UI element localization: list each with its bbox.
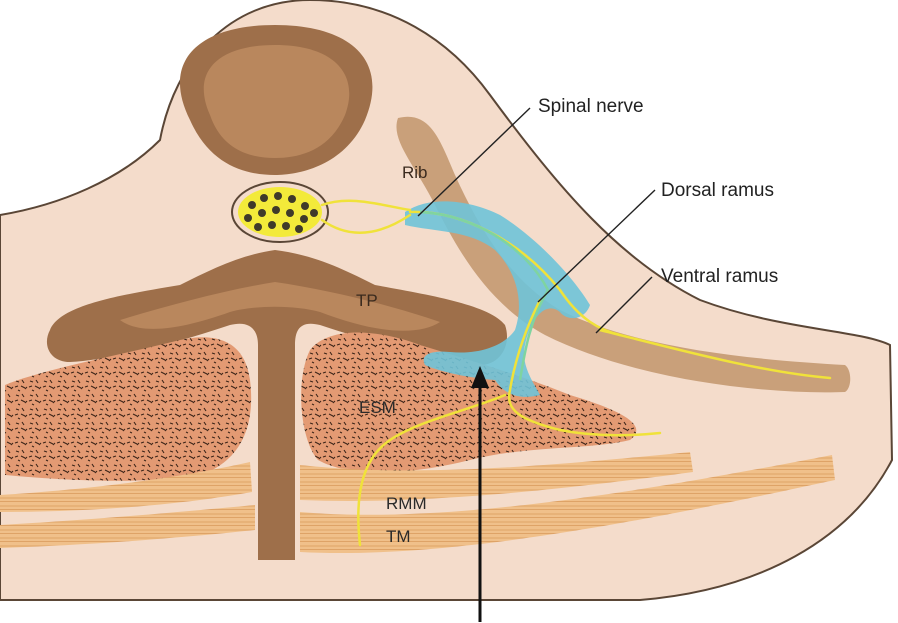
label-dorsal-ramus: Dorsal ramus — [661, 180, 774, 201]
label-tp: TP — [356, 291, 378, 310]
label-ventral-ramus: Ventral ramus — [661, 266, 778, 287]
label-esm: ESM — [359, 398, 396, 417]
label-rmm: RMM — [386, 494, 427, 513]
label-spinal-nerve: Spinal nerve — [538, 96, 644, 117]
label-rib: Rib — [402, 163, 428, 182]
label-tm: TM — [386, 527, 411, 546]
